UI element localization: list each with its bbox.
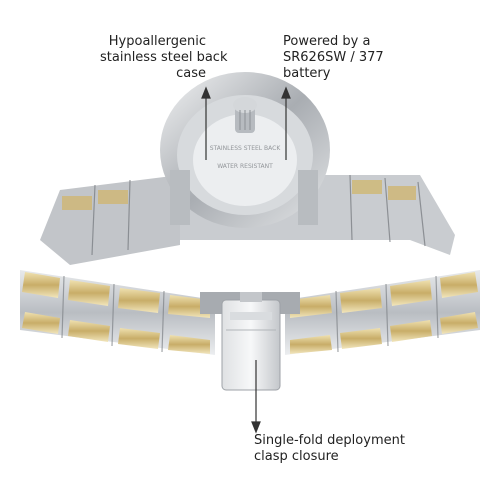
callout-battery-line-2: SR626SW / 377 <box>283 50 384 65</box>
callout-back-case: Hypoallergenic stainless steel back case <box>100 34 228 82</box>
callout-clasp: Single-fold deployment clasp closure <box>254 433 405 465</box>
callout-clasp-line-2: clasp closure <box>254 449 339 464</box>
callout-battery-line-3: battery <box>283 66 331 81</box>
callout-clasp-line-1: Single-fold deployment <box>254 433 405 448</box>
callout-back-case-line-1: Hypoallergenic <box>108 34 206 49</box>
callout-back-case-line-2: stainless steel back <box>100 50 228 65</box>
callout-battery: Powered by a SR626SW / 377 battery <box>283 34 384 82</box>
watch-case-back: STAINLESS STEEL BACK WATER RESISTANT <box>160 72 330 228</box>
callout-battery-line-1: Powered by a <box>283 34 371 49</box>
svg-text:WATER RESISTANT: WATER RESISTANT <box>217 163 273 170</box>
callout-arrows <box>201 86 291 434</box>
deployment-clasp <box>200 292 300 391</box>
callout-back-case-line-3: case <box>176 66 206 81</box>
lower-strap <box>20 270 480 355</box>
svg-text:STAINLESS STEEL BACK: STAINLESS STEEL BACK <box>210 145 282 152</box>
